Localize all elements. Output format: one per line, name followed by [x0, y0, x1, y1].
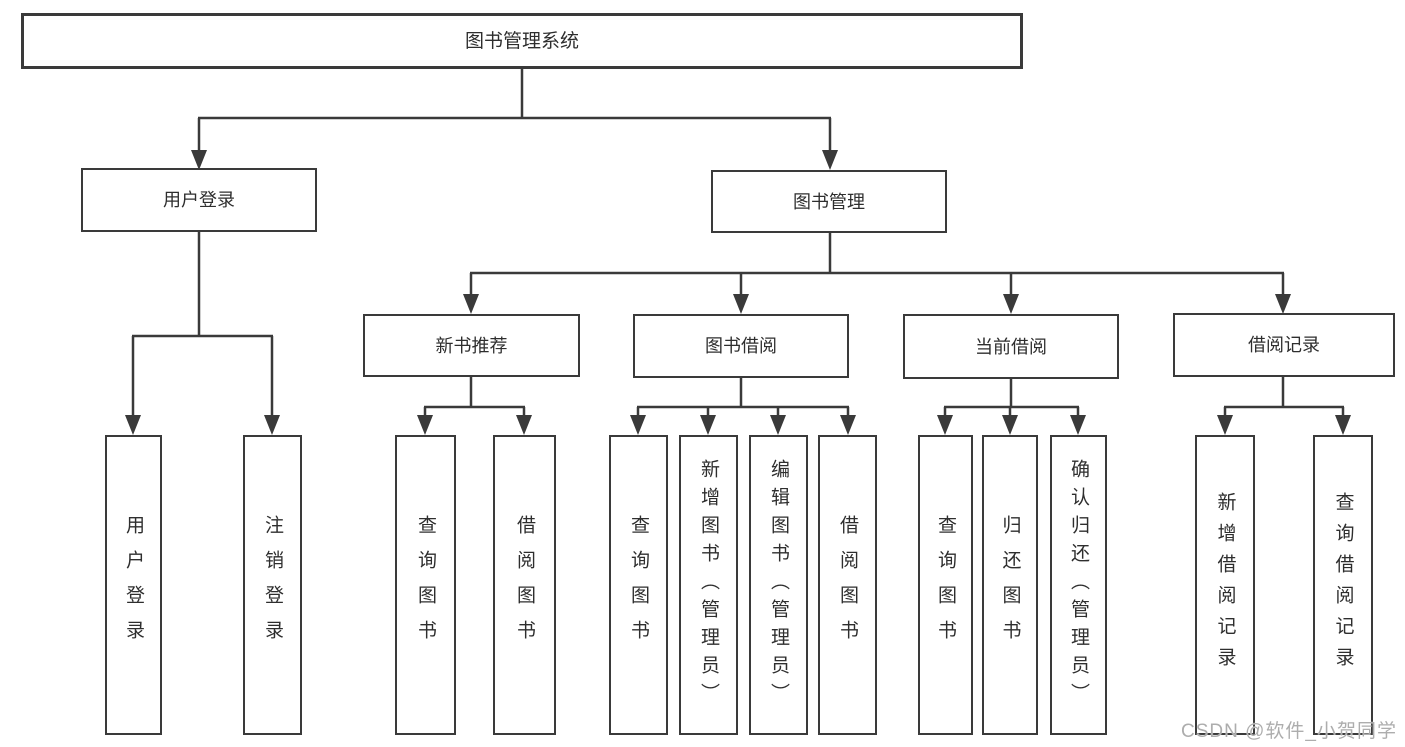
node-label: 查询图书	[935, 515, 956, 655]
leaf-logout: 注销登录	[243, 435, 302, 735]
node-label: 查询图书	[415, 515, 436, 655]
leaf-user-login: 用户登录	[105, 435, 162, 735]
arrow-to-user-login	[191, 150, 207, 170]
node-label: 新增借阅记录	[1214, 492, 1236, 678]
node-label: 图书管理系统	[464, 30, 579, 52]
node-label: 图书管理	[793, 191, 865, 212]
leaf-cb-confirm-return-admin: 确认归还（管理员）	[1050, 435, 1107, 735]
node-new-book-rec: 新书推荐	[363, 314, 580, 377]
node-label: 借阅记录	[1248, 335, 1320, 355]
leaf-br-add-record: 新增借阅记录	[1195, 435, 1255, 735]
node-label: 归还图书	[999, 515, 1021, 655]
arrow-to-leaf-logout	[264, 415, 280, 435]
node-label: 编辑图书（管理员）	[768, 459, 789, 711]
arrow-to-book-mgmt	[822, 150, 838, 170]
node-book-borrow: 图书借阅	[633, 314, 849, 378]
node-label: 注销登录	[262, 515, 283, 655]
arrow-to-borrow-records	[1275, 294, 1291, 314]
node-label: 查询图书	[628, 515, 649, 655]
leaf-rec-query-books: 查询图书	[395, 435, 456, 735]
leaf-bb-edit-books-admin: 编辑图书（管理员）	[749, 435, 808, 735]
leaf-br-query-record: 查询借阅记录	[1313, 435, 1373, 735]
arrow-to-book-borrow	[733, 294, 749, 314]
node-user-login: 用户登录	[81, 168, 317, 232]
arrow-to-new-book-rec	[463, 294, 479, 314]
leaf-cb-return-books: 归还图书	[982, 435, 1038, 735]
node-label: 新书推荐	[435, 335, 508, 356]
leaf-rec-borrow-books: 借阅图书	[493, 435, 556, 735]
leaf-bb-borrow-books: 借阅图书	[818, 435, 877, 735]
leaf-bb-query-books: 查询图书	[609, 435, 668, 735]
arrow-to-leaf-user-login	[125, 415, 141, 435]
node-borrow-records: 借阅记录	[1173, 313, 1395, 377]
node-system-root: 图书管理系统	[21, 13, 1023, 69]
node-label: 当前借阅	[975, 336, 1047, 357]
node-label: 用户登录	[163, 190, 235, 210]
node-label: 借阅图书	[837, 515, 858, 655]
node-label: 图书借阅	[705, 336, 777, 356]
node-label: 新增图书（管理员）	[698, 459, 719, 711]
node-label: 查询借阅记录	[1332, 492, 1354, 678]
leaf-cb-query-books: 查询图书	[918, 435, 973, 735]
node-label: 确认归还（管理员）	[1068, 459, 1089, 711]
arrow-to-current-borrow	[1003, 294, 1019, 314]
node-current-borrow: 当前借阅	[903, 314, 1119, 379]
node-label: 用户登录	[123, 515, 144, 655]
node-book-mgmt: 图书管理	[711, 170, 947, 233]
leaf-bb-add-books-admin: 新增图书（管理员）	[679, 435, 738, 735]
watermark: CSDN @软件_小贺同学	[1181, 721, 1397, 742]
node-label: 借阅图书	[514, 515, 535, 655]
